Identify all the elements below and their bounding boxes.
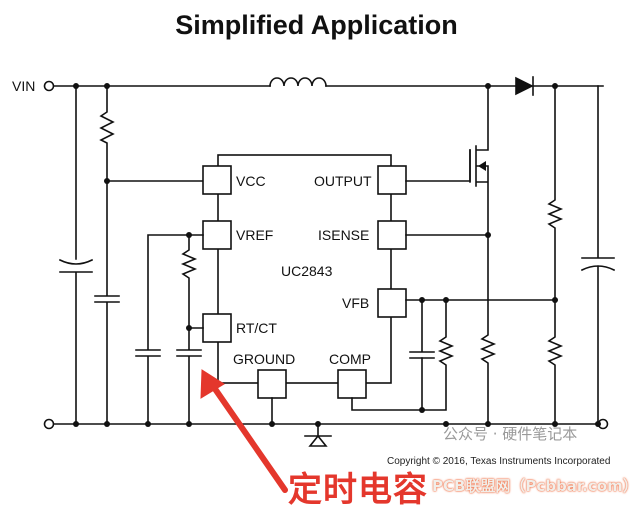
input-capacitor bbox=[58, 85, 94, 425]
copyright-text: Copyright © 2016, Texas Instruments Inco… bbox=[387, 456, 611, 467]
page-title: Simplified Application bbox=[175, 10, 458, 40]
vcc-capacitor bbox=[94, 180, 120, 425]
comp-wire bbox=[351, 357, 423, 411]
timing-capacitor bbox=[176, 327, 202, 425]
pin-label-comp: COMP bbox=[329, 351, 371, 367]
pin-label-ground: GROUND bbox=[233, 351, 295, 367]
vref-capacitor bbox=[135, 349, 161, 425]
pin-label-output: OUTPUT bbox=[314, 173, 372, 189]
ic-body bbox=[217, 154, 392, 384]
comp-capacitor bbox=[409, 299, 435, 359]
pin-label-isense: ISENSE bbox=[318, 227, 369, 243]
divider-resistor-bottom bbox=[546, 299, 564, 425]
ground-symbol bbox=[304, 423, 332, 447]
inductor bbox=[269, 77, 327, 87]
annotation-arrow bbox=[200, 369, 288, 493]
ic-name: UC2843 bbox=[281, 263, 333, 279]
pin-vref bbox=[202, 220, 232, 250]
pin-vcc bbox=[202, 165, 232, 195]
pin-label-vref: VREF bbox=[236, 227, 273, 243]
output-capacitor bbox=[580, 85, 616, 425]
timing-capacitor-annotation: 定时电容 bbox=[288, 470, 428, 510]
mosfet bbox=[469, 85, 489, 236]
vin-label: VIN bbox=[12, 78, 35, 94]
watermark-account: 公众号 · 硬件笔记本 bbox=[443, 425, 578, 443]
startup-resistor bbox=[99, 85, 204, 182]
vref-wire bbox=[147, 234, 204, 350]
pin-label-vfb: VFB bbox=[342, 295, 369, 311]
pin-ground bbox=[257, 369, 287, 399]
output-diode bbox=[515, 76, 534, 96]
rt-resistor bbox=[180, 234, 204, 329]
junction-dots bbox=[73, 83, 601, 427]
divider-resistor-top bbox=[546, 85, 564, 301]
pin-comp bbox=[337, 369, 367, 399]
gnd-terminal-left bbox=[43, 418, 55, 430]
vin-terminal bbox=[43, 80, 55, 92]
sense-resistor bbox=[479, 234, 497, 425]
output-wire bbox=[405, 149, 471, 182]
pin-label-rtct: RT/CT bbox=[236, 320, 277, 336]
pin-vfb bbox=[377, 288, 407, 318]
comp-resistor bbox=[421, 299, 455, 411]
pin-output bbox=[377, 165, 407, 195]
pin-label-vcc: VCC bbox=[236, 173, 266, 189]
pin-isense bbox=[377, 220, 407, 250]
watermark-site: PCB联盟网（Pcbbar.com） bbox=[432, 477, 633, 495]
pin-rtct bbox=[202, 313, 232, 343]
